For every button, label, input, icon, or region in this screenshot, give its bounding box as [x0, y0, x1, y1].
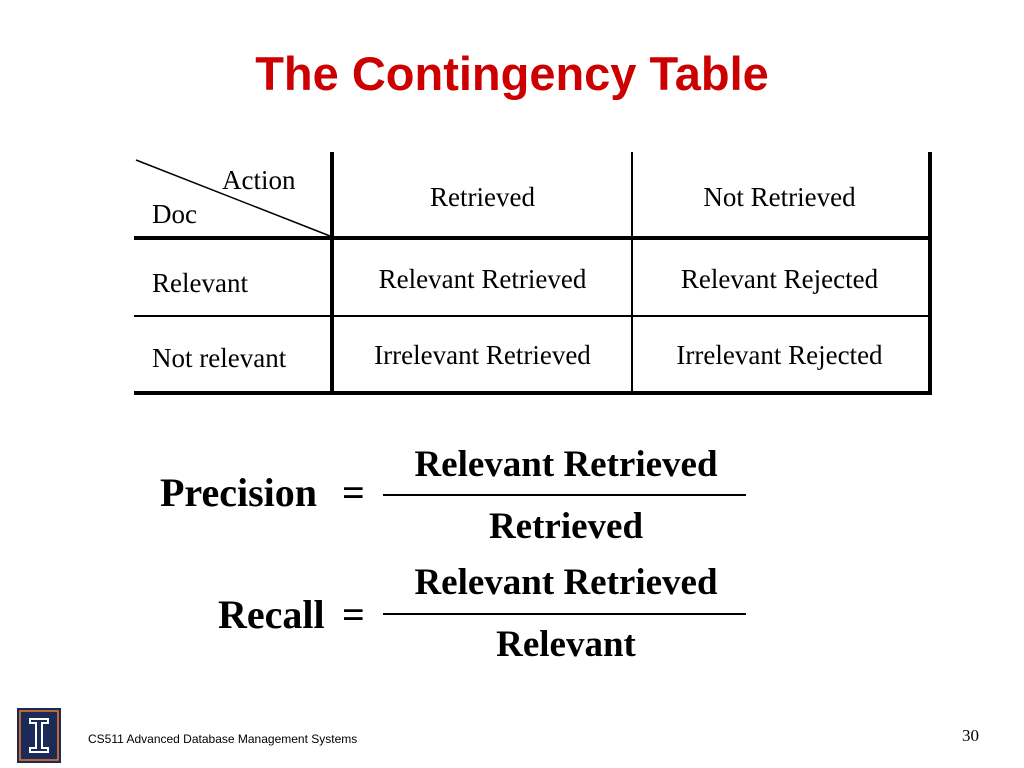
- precision-equals: =: [342, 470, 365, 515]
- label-column-divider: [330, 152, 334, 395]
- middle-column-divider: [631, 152, 633, 393]
- page-number: 30: [962, 726, 979, 745]
- header-bottom-line: [134, 236, 932, 240]
- slide-title: The Contingency Table: [255, 47, 769, 100]
- column-header-not-retrieved: Not Retrieved: [703, 182, 856, 212]
- row-divider-line: [134, 315, 932, 317]
- row-label-relevant: Relevant: [152, 268, 248, 298]
- footer-course-name: CS511 Advanced Database Management Syste…: [88, 732, 358, 746]
- cell-relevant-retrieved: Relevant Retrieved: [378, 264, 587, 294]
- precision-label: Precision: [160, 470, 318, 515]
- illinois-i-logo-icon: [17, 708, 61, 763]
- precision-fraction-bar: [383, 494, 746, 496]
- corner-doc-label: Doc: [152, 199, 197, 229]
- corner-diagonal: [135, 159, 331, 237]
- recall-label: Recall: [218, 592, 325, 637]
- recall-equals: =: [342, 592, 365, 637]
- recall-numerator: Relevant Retrieved: [414, 562, 718, 603]
- contingency-table: Action Doc Retrieved Not Retrieved Relev…: [134, 152, 932, 395]
- cell-relevant-rejected: Relevant Rejected: [680, 264, 879, 294]
- cell-irrelevant-retrieved: Irrelevant Retrieved: [374, 340, 591, 370]
- table-bottom-line: [134, 391, 932, 395]
- corner-action-label: Action: [222, 165, 296, 195]
- table-right-border: [928, 152, 932, 395]
- cell-irrelevant-rejected: Irrelevant Rejected: [676, 340, 883, 370]
- precision-denominator: Retrieved: [488, 506, 644, 547]
- column-header-retrieved: Retrieved: [430, 182, 535, 212]
- precision-numerator: Relevant Retrieved: [414, 444, 718, 485]
- recall-fraction-bar: [383, 613, 746, 615]
- recall-denominator: Relevant: [496, 624, 636, 665]
- row-label-not-relevant: Not relevant: [152, 343, 287, 373]
